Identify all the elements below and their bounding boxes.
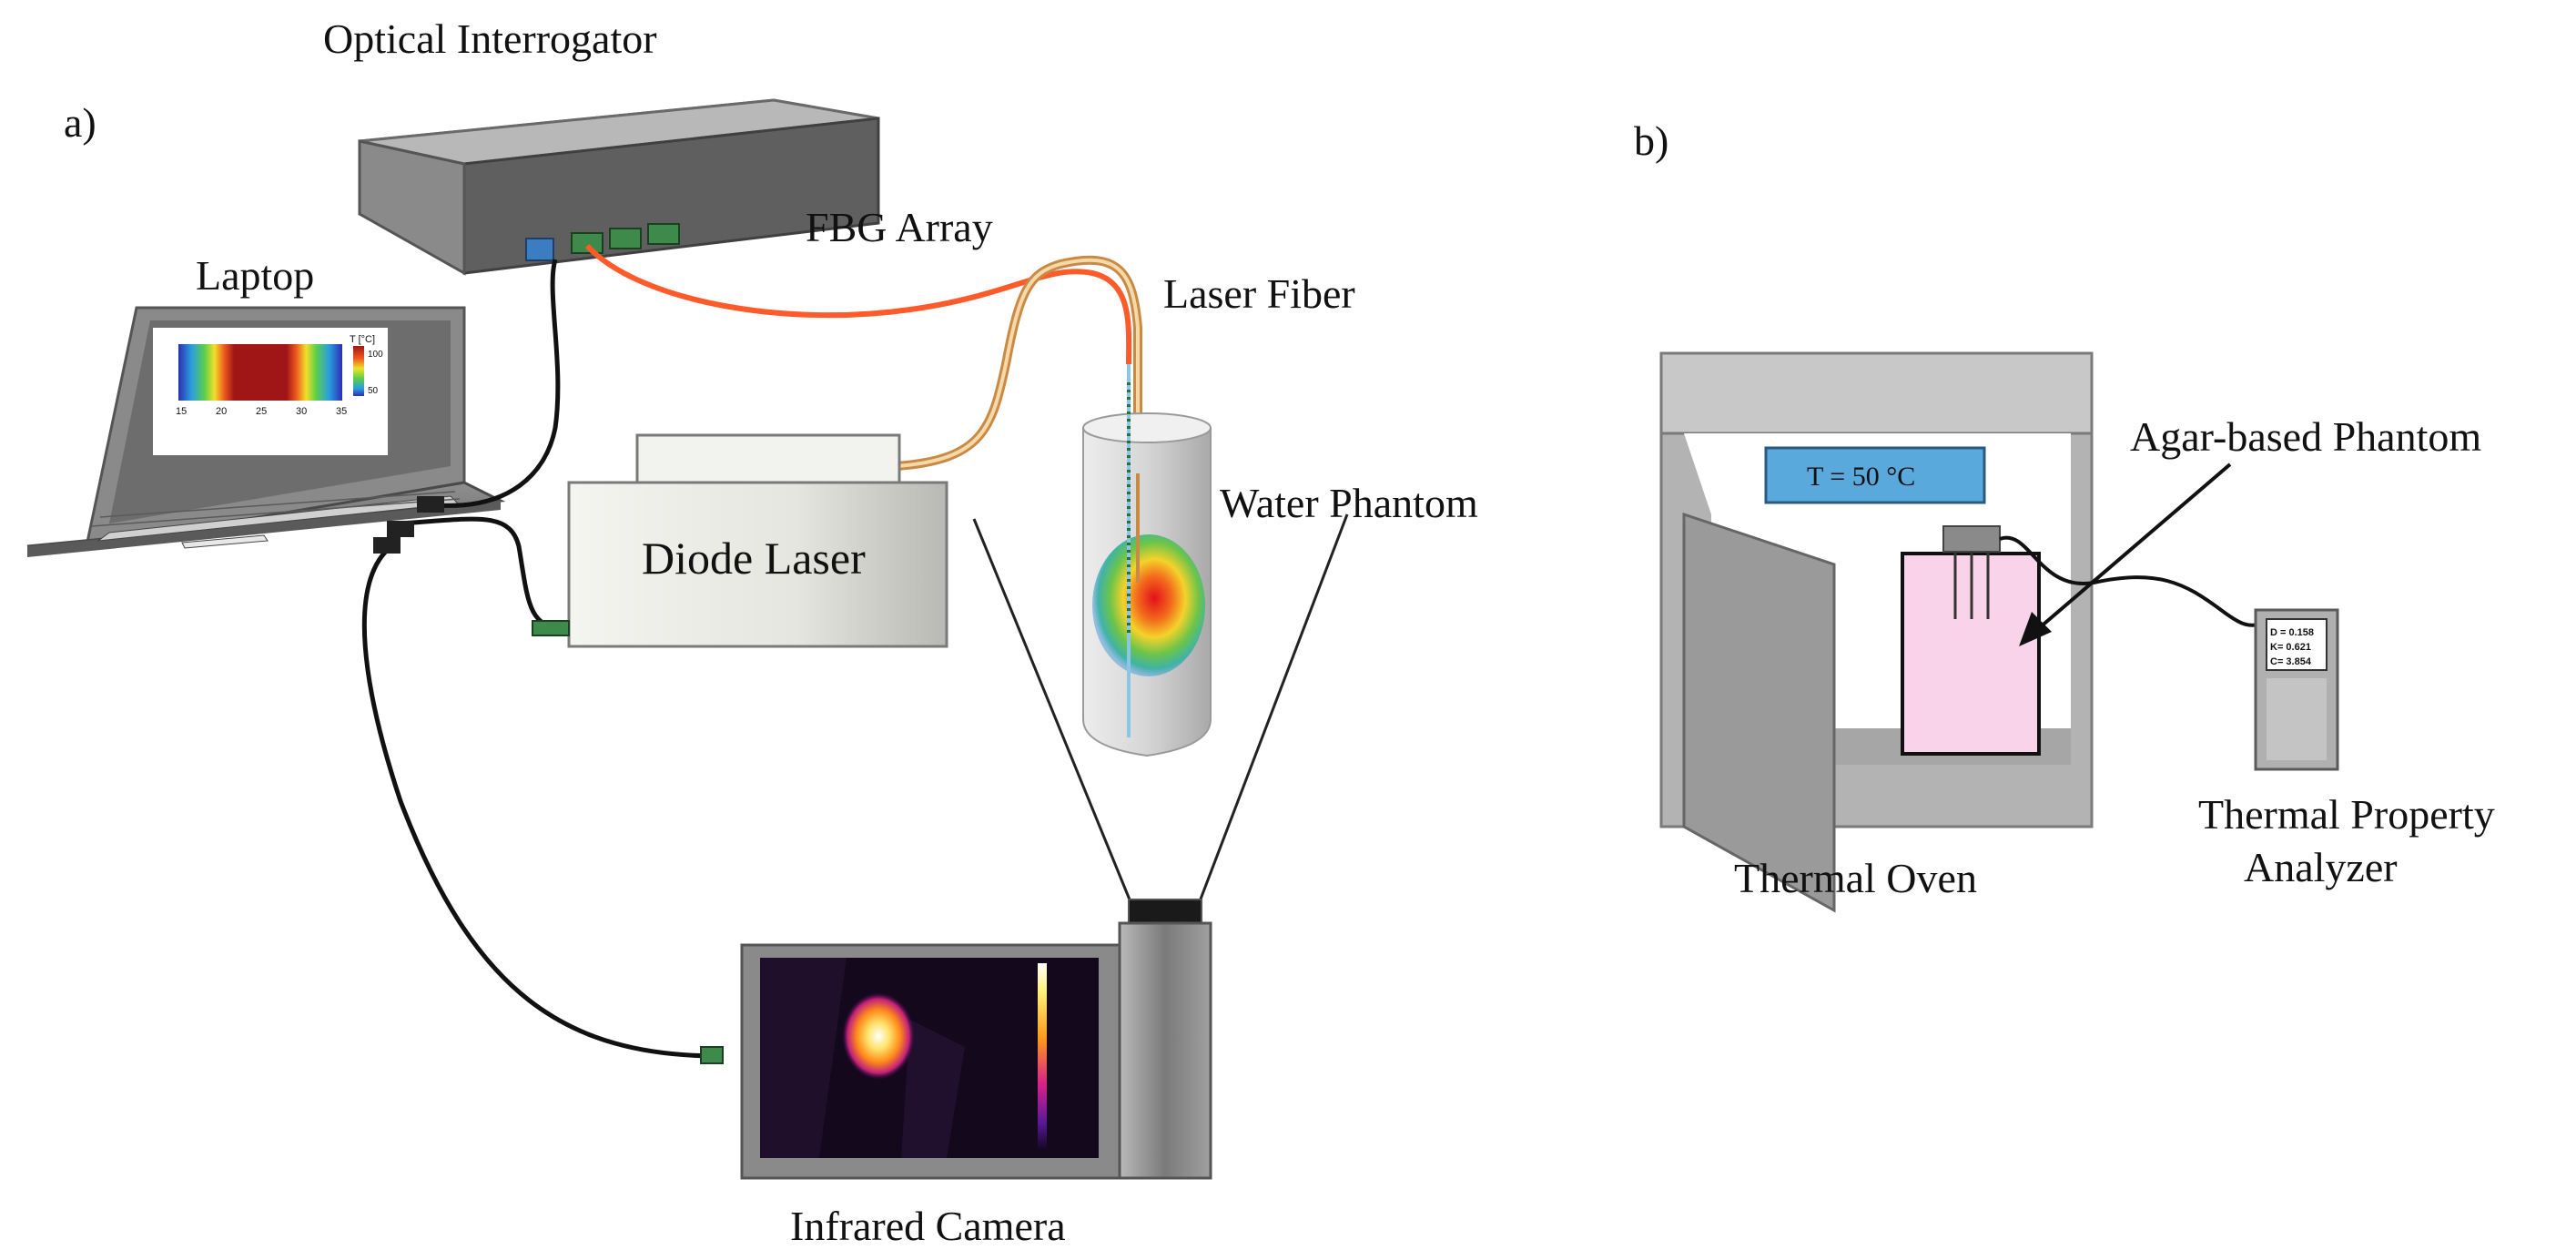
laptop-colorbar-label: T [°C] xyxy=(350,334,375,345)
water-phantom-label: Water Phantom xyxy=(1220,480,1478,526)
camera-fov-left xyxy=(972,518,1135,909)
analyzer-reading: D = 0.158 xyxy=(2270,627,2314,638)
infrared-camera-label: Infrared Camera xyxy=(790,1203,1066,1249)
thermal-oven xyxy=(1659,351,2094,913)
laptop-x-tick: 30 xyxy=(296,406,307,417)
analyzer-label-line2: Analyzer xyxy=(2244,844,2398,890)
analyzer-cable xyxy=(1999,535,2263,627)
laptop-x-tick: 15 xyxy=(176,406,187,417)
optical-interrogator-label: Optical Interrogator xyxy=(323,15,657,62)
optical-interrogator xyxy=(358,98,880,276)
infrared-camera xyxy=(700,899,1212,1180)
panel-a: a) Optical Interrogator FBG Array Laser … xyxy=(26,15,1478,1249)
agar-arrow xyxy=(2037,462,2232,630)
interrogator-laptop-cable xyxy=(436,259,561,508)
laptop-x-ticks: 15 20 25 30 35 xyxy=(176,406,347,417)
oven-display-text: T = 50 °C xyxy=(1807,462,1915,492)
water-phantom xyxy=(1082,364,1212,757)
laptop-x-tick: 20 xyxy=(216,406,227,417)
analyzer-readings: D = 0.158 K= 0.621 C= 3.854 xyxy=(2270,627,2314,667)
diode-laser-label: Diode Laser xyxy=(642,533,866,584)
panel-b: b) T = 50 °C Thermal Oven Agar-based Pha… xyxy=(1634,117,2495,913)
heat-distribution xyxy=(1092,534,1205,676)
thermal-property-analyzer: D = 0.158 K= 0.621 C= 3.854 xyxy=(2254,608,2339,771)
laptop-colorbar-min: 50 xyxy=(368,386,379,396)
laptop-label: Laptop xyxy=(196,252,314,299)
camera-fov-right xyxy=(1195,513,1349,909)
diode-laser xyxy=(532,433,948,648)
analyzer-screen xyxy=(2266,618,2328,671)
laptop: T [°C] 100 50 15 20 25 30 35 xyxy=(26,306,506,557)
analyzer-label-line1: Thermal Property xyxy=(2198,791,2495,838)
analyzer-reading: C= 3.854 xyxy=(2270,656,2312,667)
thermal-oven-label: Thermal Oven xyxy=(1734,855,1977,901)
oven-display xyxy=(1764,446,1986,504)
oven-door xyxy=(1682,512,1836,913)
analyzer-reading: K= 0.621 xyxy=(2270,642,2311,653)
laptop-colorbar-max: 100 xyxy=(368,350,383,360)
fbg-array-label: FBG Array xyxy=(806,204,993,250)
laptop-laser-cable xyxy=(400,516,565,631)
laptop-camera-cable xyxy=(361,544,720,1059)
panel-a-label: a) xyxy=(64,99,96,146)
laptop-x-tick: 25 xyxy=(256,406,267,417)
panel-b-label: b) xyxy=(1634,117,1668,164)
agar-phantom-label: Agar-based Phantom xyxy=(2130,413,2481,460)
laptop-x-tick: 35 xyxy=(336,406,347,417)
fbg-fiber xyxy=(584,243,1132,365)
laser-fiber-label: Laser Fiber xyxy=(1163,270,1355,317)
